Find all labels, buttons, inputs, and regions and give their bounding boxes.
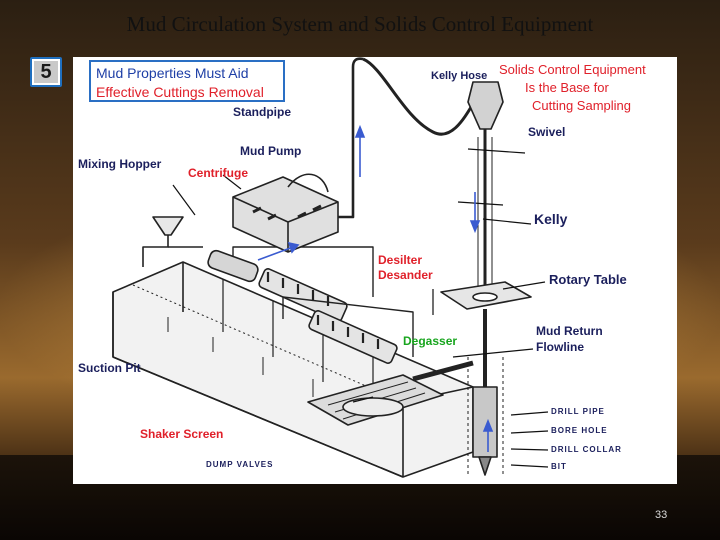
diagram-drawing [112, 57, 549, 478]
mixing-hopper-unit [142, 216, 203, 267]
flow-arrows [257, 124, 494, 452]
label-solids-control-1: Solids Control Equipment [499, 62, 646, 77]
label-swivel: Swivel [528, 125, 566, 139]
label-drill-pipe: DRILL PIPE [551, 407, 605, 416]
standpipe-line [338, 57, 364, 219]
label-dump-valves: DUMP VALVES [206, 460, 274, 469]
label-mud-return-2: Flowline [536, 340, 584, 354]
label-kelly: Kelly [534, 211, 568, 227]
label-bore-hole: BORE HOLE [551, 426, 608, 435]
drill-string-assembly [440, 81, 532, 477]
slide-number-badge: 5 [30, 57, 62, 87]
label-standpipe: Standpipe [233, 105, 292, 119]
label-rotary-table: Rotary Table [549, 272, 627, 287]
desilter-desander-units [232, 246, 414, 364]
label-mud-return-1: Mud Return [536, 324, 603, 338]
shaker-screen-unit [307, 374, 444, 426]
callout-line-2: Effective Cuttings Removal [96, 84, 264, 100]
label-mixing-hopper: Mixing Hopper [78, 157, 162, 171]
slide-title: Mud Circulation System and Solids Contro… [126, 12, 594, 36]
leader-lines [172, 148, 549, 468]
label-shaker-screen: Shaker Screen [140, 427, 224, 441]
mud-circulation-diagram: Mud Properties Must Aid Effective Cuttin… [73, 57, 677, 484]
mud-pump-unit [232, 173, 339, 253]
label-desander: Desander [378, 268, 433, 282]
mud-return-flowline [412, 360, 474, 382]
label-solids-control-2: Is the Base for [525, 80, 609, 95]
label-desilter: Desilter [378, 253, 423, 267]
label-drill-collar: DRILL COLLAR [551, 445, 622, 454]
label-bit: BIT [551, 462, 567, 471]
mud-properties-callout: Mud Properties Must Aid Effective Cuttin… [89, 60, 285, 102]
label-mud-pump: Mud Pump [240, 144, 302, 158]
callout-line-1: Mud Properties Must Aid [96, 65, 249, 81]
centrifuge-unit [207, 249, 259, 283]
label-kelly-hose: Kelly Hose [431, 70, 488, 82]
label-centrifuge: Centrifuge [188, 166, 248, 180]
label-degasser: Degasser [403, 334, 458, 348]
label-suction-pit: Suction Pit [78, 361, 141, 375]
page-number: 33 [655, 509, 668, 521]
label-solids-control-3: Cutting Sampling [532, 98, 631, 113]
